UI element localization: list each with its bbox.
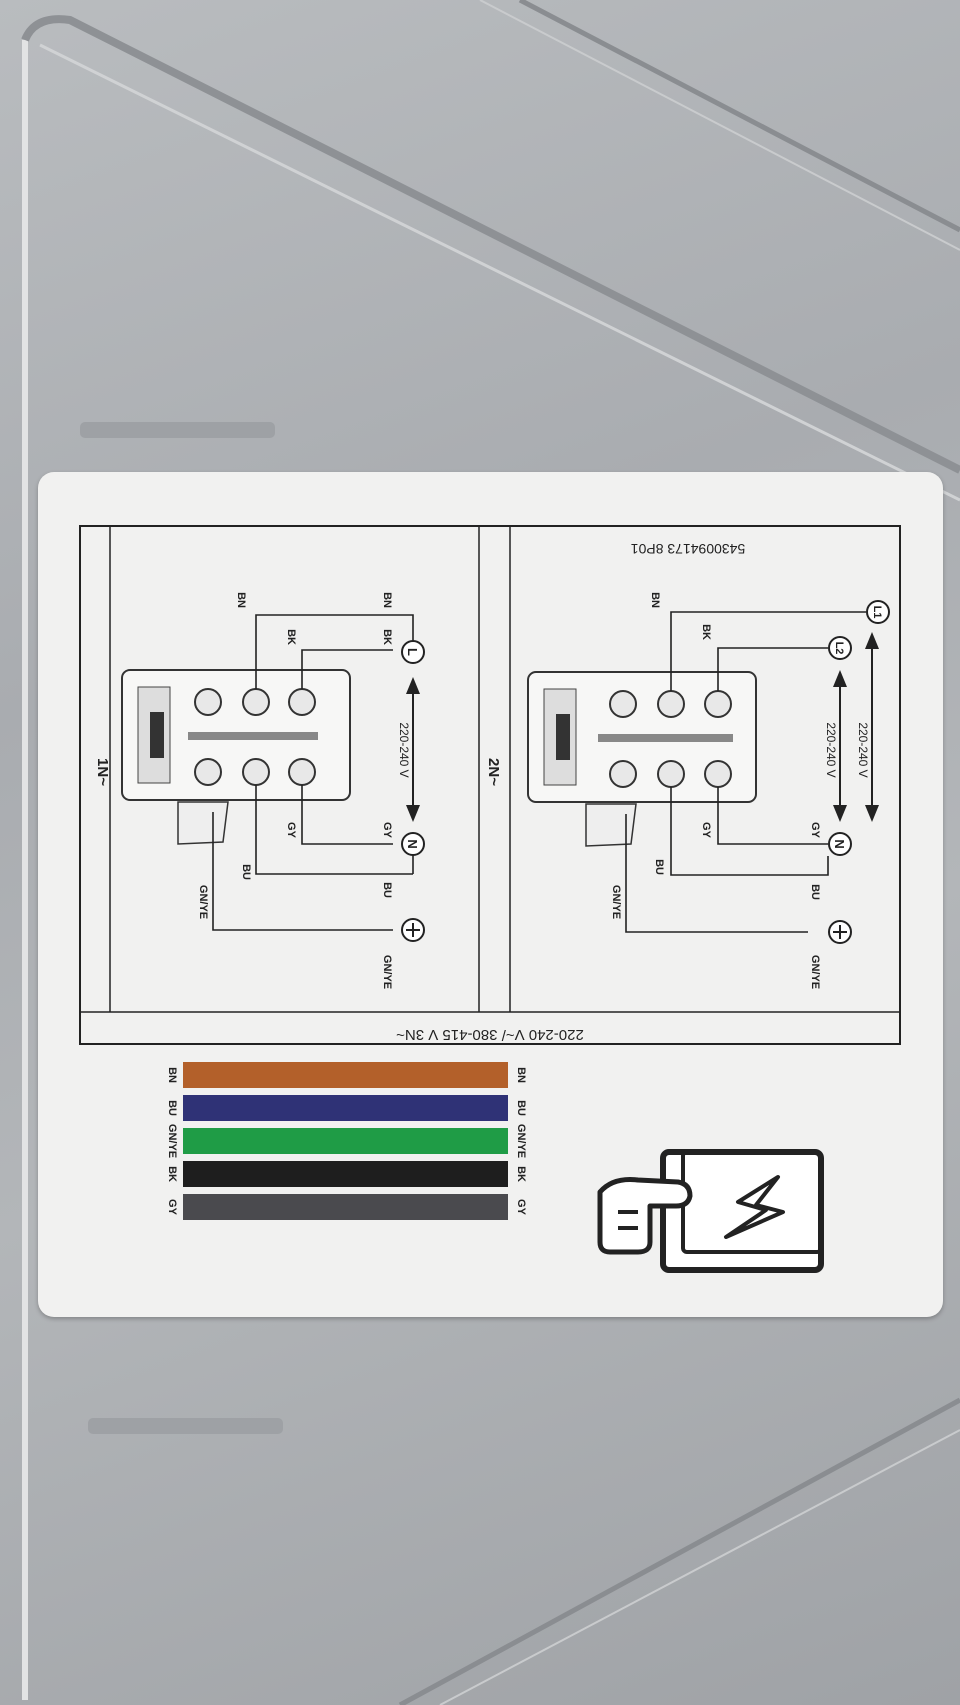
panel-2n-title: 2N~ [485,758,502,786]
panel-1n-label-gnye-left: GN/YE [197,885,209,919]
panel-1n-label-bn-right: BN [381,592,393,608]
panel-2n-label-bu-left: BU [653,859,665,875]
panel-2n-terminal-l1: L1 [871,606,883,619]
legend-bar-bn [183,1062,508,1088]
panel-2n-label-gnye-left: GN/YE [610,885,622,919]
wire-color-legend: BN BN BU BU GN/YE GN/YE BK BK GY GY [166,1062,527,1220]
panel-1n-label-gnye-right: GN/YE [381,955,393,989]
panel-1n-label-bu-right: BU [381,882,393,898]
ground-icon [401,918,425,942]
panel-1n-terminal-n: N [405,839,420,848]
panel-2n-label-gnye-right: GN/YE [809,955,821,989]
ground-icon [828,920,852,944]
part-number: 5430094173 8P01 [631,541,746,557]
legend-label-left: BN [166,1067,178,1083]
legend-label-right: BK [515,1166,527,1182]
supply-label: 220-240 V~/ 380-415 V 3N~ [396,1026,584,1043]
legend-bar-bk [183,1161,508,1187]
legend-label-right: BU [515,1100,527,1116]
legend-label-right: GN/YE [515,1124,527,1158]
panel-2n-label-bn-left: BN [649,592,661,608]
legend-bar-bu [183,1095,508,1121]
lightning-manual-icon [660,1149,824,1273]
panel-1n-label-gy-right: GY [381,822,393,839]
panel-2n-label-gy-left: GY [700,822,712,839]
legend-label-left: GN/YE [166,1124,178,1158]
legend-label-left: BK [166,1166,178,1182]
panel-1n-label-bu-left: BU [240,864,252,880]
panel-2n: L1 L2 N 220-240 V 220-240 V BN BK GY GY [527,592,890,989]
panel-2n-terminal-l2: L2 [833,642,845,655]
panel-1n-title: 1N~ [94,758,111,786]
panel-2n-label-bk-left: BK [700,624,712,640]
legend-label-right: BN [515,1067,527,1083]
legend-bar-gy [183,1194,508,1220]
panel-1n-voltage: 220-240 V [397,722,411,777]
panel-2n-voltage-1: 220-240 V [824,722,838,777]
panel-2n-label-bu-right: BU [809,884,821,900]
panel-1n-label-bn-left: BN [235,592,247,608]
panel-2n-label-gy-right: GY [809,822,821,839]
hand-pointer-icon [597,1177,693,1255]
panel-1n: L N 220-240 V BN BN BK BK GY GY BU BU GN… [121,592,425,989]
wiring-diagram: 220-240 V~/ 380-415 V 3N~ 5430094173 8P0… [79,525,901,1273]
legend-bar-gn-ye [183,1128,508,1154]
panel-2n-voltage-2: 220-240 V [856,722,870,777]
legend-label-left: GY [166,1199,178,1216]
legend-label-right: GY [515,1199,527,1216]
legend-label-left: BU [166,1100,178,1116]
panel-1n-label-bk-right: BK [381,629,393,645]
panel-1n-label-gy-left: GY [285,822,297,839]
wiring-label: 220-240 V~/ 380-415 V 3N~ 5430094173 8P0… [38,472,943,1317]
panel-1n-label-bk-left: BK [285,629,297,645]
panel-1n-terminal-l: L [405,648,420,656]
panel-2n-terminal-n: N [832,839,847,848]
